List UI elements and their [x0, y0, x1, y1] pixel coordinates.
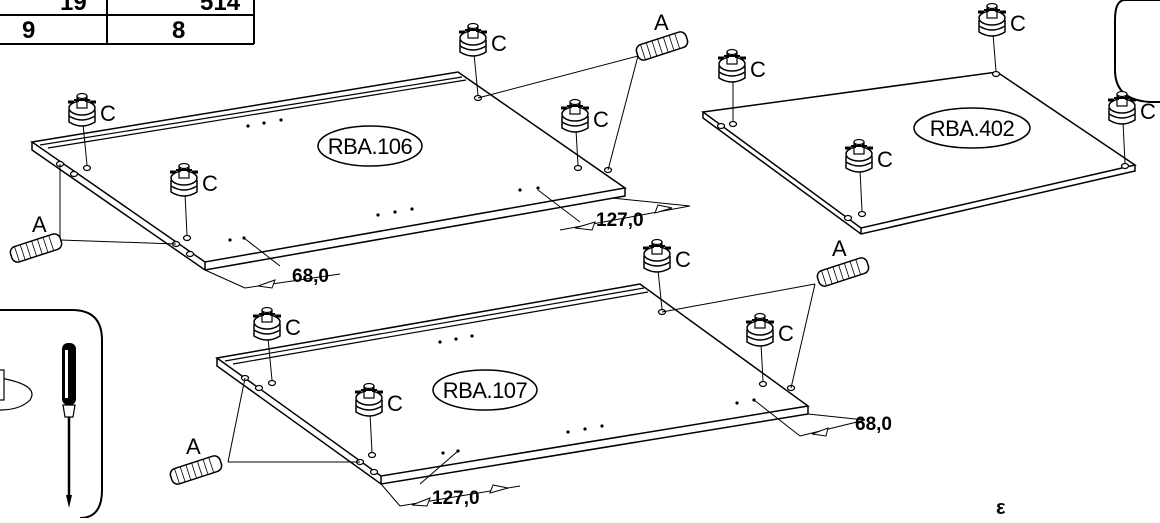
page-mark: ε	[996, 497, 1006, 518]
panel-label: RBA.106	[328, 134, 413, 159]
dimension-labels: 127,0 68,0 127,0 68,0	[292, 210, 892, 509]
dowel-labels: A A A A	[32, 10, 847, 459]
cam-label: C	[202, 171, 218, 196]
detail-frame	[1114, 0, 1160, 103]
table-cell: 19	[60, 0, 87, 16]
cam-label: C	[1010, 11, 1026, 36]
cam-label: C	[778, 321, 794, 346]
cam-label: C	[750, 57, 766, 82]
panel-label: RBA.402	[930, 116, 1015, 141]
parts-table: 19 514 9 8	[0, 0, 255, 45]
dowel-label: A	[32, 212, 47, 237]
panel-rba107: RBA.107	[215, 283, 810, 485]
cam-lock-fittings	[82, 33, 1126, 453]
dimension-label: 127,0	[596, 210, 644, 231]
dimension-label: 68,0	[292, 266, 329, 287]
cam-label: C	[1140, 99, 1156, 124]
dimension-label: 127,0	[432, 488, 480, 509]
cam-label: C	[387, 391, 403, 416]
cam-label: C	[285, 315, 301, 340]
table-cell: 8	[172, 17, 185, 44]
screwdriver-icon	[62, 343, 76, 508]
dowel-label: A	[832, 236, 847, 261]
table-cell: 9	[22, 17, 35, 44]
cam-label: C	[100, 101, 116, 126]
panel-rba402: RBA.402	[701, 70, 1137, 235]
cam-labels: C C C C C C C C C C C C	[100, 11, 1156, 416]
dowel-leaders	[59, 55, 816, 463]
dowel-label: A	[186, 434, 201, 459]
panel-rba106: RBA.106	[30, 71, 627, 271]
cam-label: C	[593, 107, 609, 132]
tool-inset	[0, 309, 103, 519]
table-cell: 514	[200, 0, 241, 16]
dimension-lines	[204, 189, 866, 507]
cam-label: C	[491, 31, 507, 56]
cam-label: C	[675, 247, 691, 272]
panel-label: RBA.107	[443, 378, 528, 403]
dowel-label: A	[654, 10, 669, 35]
dimension-label: 68,0	[855, 414, 892, 435]
cam-label: C	[877, 147, 893, 172]
